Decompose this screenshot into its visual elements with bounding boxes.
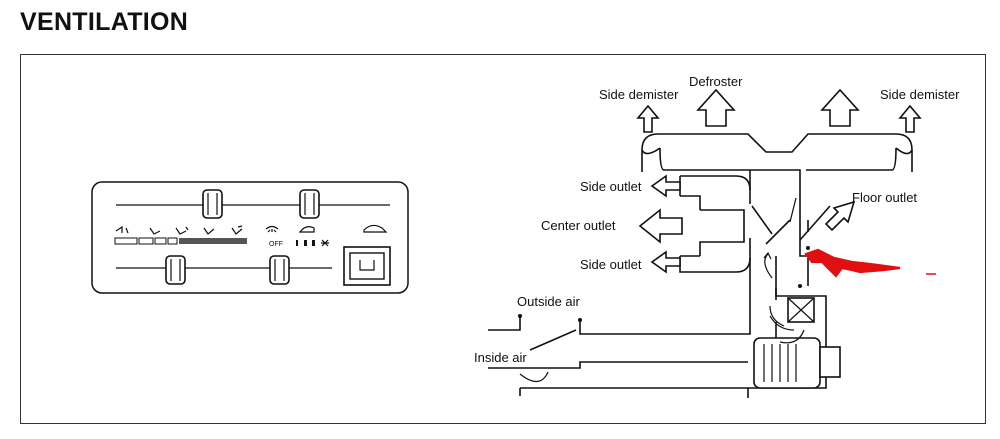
recirc-icon <box>298 226 315 233</box>
label-inside-air: Inside air <box>474 350 527 365</box>
duct-system <box>488 133 913 398</box>
side-outlet-bottom-arrow-icon <box>650 250 681 274</box>
control-panel: OFF <box>91 181 409 294</box>
label-center-outlet: Center outlet <box>541 218 616 233</box>
hand-drawn-red-arrow-icon <box>804 248 901 278</box>
label-side-outlet-top: Side outlet <box>580 179 642 194</box>
defroster-right-arrow-icon <box>820 88 860 127</box>
center-outlet-arrow-icon <box>638 208 683 244</box>
label-side-outlet-bottom: Side outlet <box>580 257 642 272</box>
side-demister-right-arrow-icon <box>898 104 922 133</box>
defroster-left-arrow-icon <box>696 88 736 127</box>
fresh-air-icon <box>363 224 388 233</box>
air-intake-slider-knob[interactable] <box>269 255 290 285</box>
label-floor-outlet: Floor outlet <box>852 190 917 205</box>
label-defroster: Defroster <box>689 74 743 89</box>
mode-selector-icons <box>115 225 279 235</box>
side-outlet-top-arrow-icon <box>650 174 681 198</box>
label-side-demister-right: Side demister <box>880 87 960 102</box>
floor-outlet-arrow-icon <box>824 200 856 232</box>
fan-slider-knob[interactable] <box>165 255 186 285</box>
mode-slider-knob[interactable] <box>299 189 320 219</box>
label-side-demister-left: Side demister <box>599 87 679 102</box>
label-outside-air: Outside air <box>517 294 581 309</box>
diagram-frame <box>20 54 986 424</box>
fan-speed-icons <box>114 237 329 247</box>
off-label: OFF <box>269 241 283 248</box>
page-title: VENTILATION <box>20 8 189 36</box>
side-demister-left-arrow-icon <box>636 104 660 133</box>
temp-slider-knob[interactable] <box>202 189 223 219</box>
outlet-arrows <box>636 88 922 274</box>
